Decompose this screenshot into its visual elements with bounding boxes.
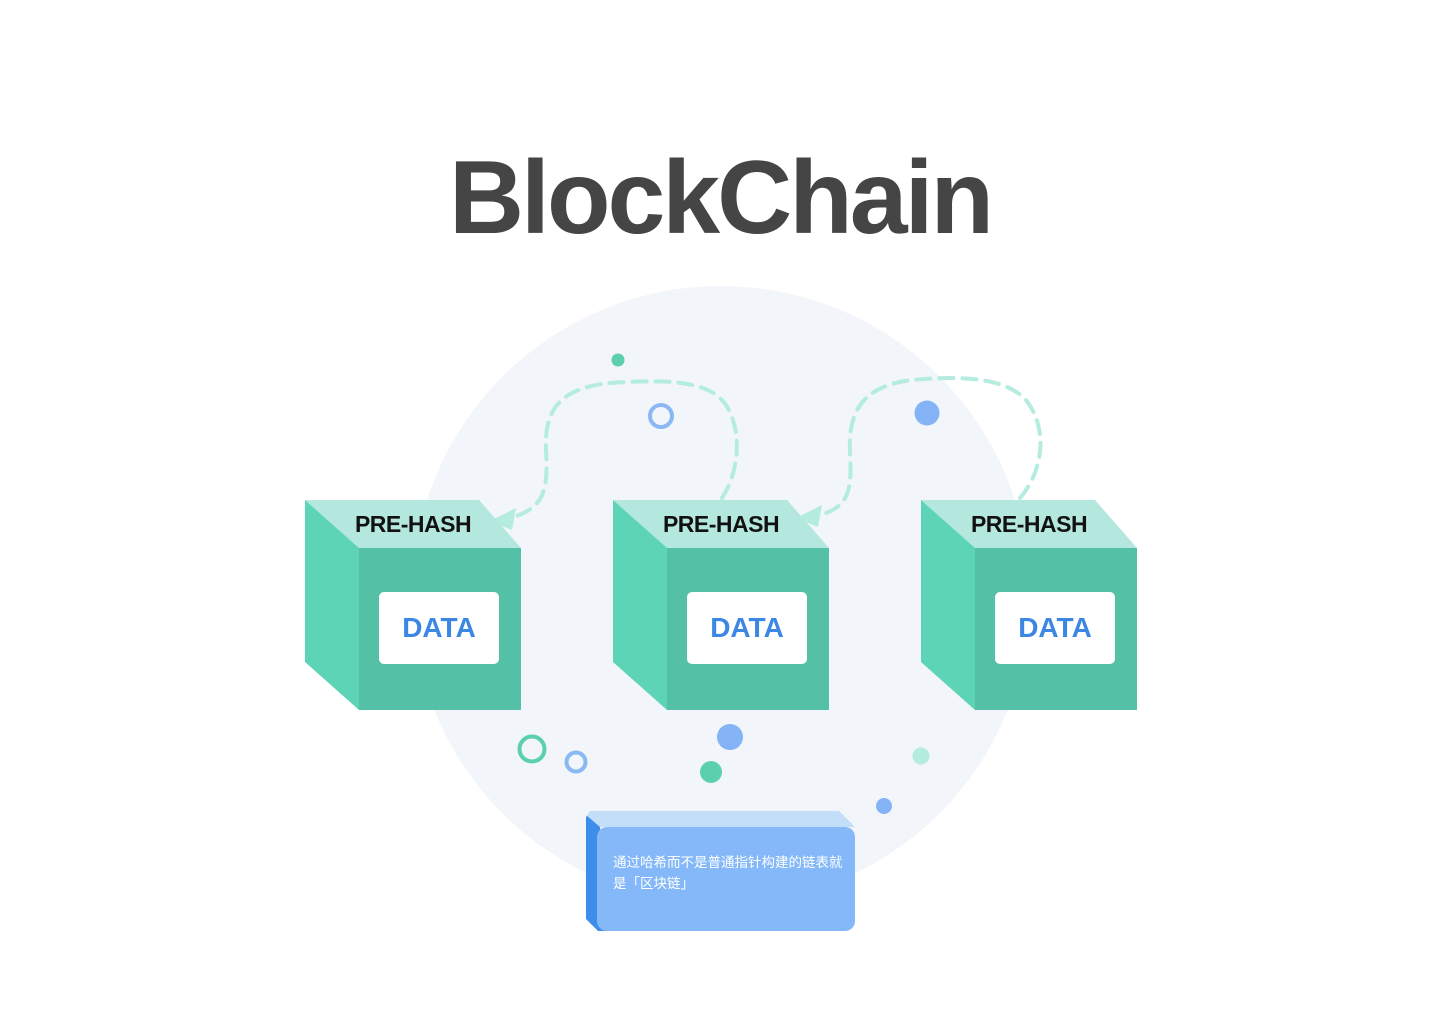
page-title: BlockChain bbox=[448, 140, 994, 256]
pre-hash-label: PRE-HASH bbox=[970, 511, 1088, 537]
data-label: DATA bbox=[995, 592, 1115, 664]
arrowhead-icon bbox=[796, 505, 822, 527]
note-card: 通过哈希而不是普通指针构建的链表就是「区块链」 bbox=[586, 811, 855, 931]
block-3: PRE-HASH DATA bbox=[921, 500, 1137, 710]
note-top-face bbox=[586, 811, 855, 827]
decor-dot-icon bbox=[717, 724, 743, 750]
decor-ring-icon bbox=[648, 403, 674, 429]
decor-dot-icon bbox=[611, 353, 625, 367]
block-1: PRE-HASH DATA bbox=[305, 500, 521, 710]
decor-dot-icon bbox=[912, 747, 930, 765]
hash-link-arrow-3-to-2 bbox=[814, 376, 1043, 518]
decor-ring-icon bbox=[564, 750, 588, 774]
arrowhead-icon bbox=[490, 508, 516, 530]
data-label: DATA bbox=[687, 592, 807, 664]
note-front-face: 通过哈希而不是普通指针构建的链表就是「区块链」 bbox=[597, 827, 855, 931]
block-2: PRE-HASH DATA bbox=[613, 500, 829, 710]
decor-dot-icon bbox=[914, 400, 940, 426]
hash-link-arrow-2-to-1 bbox=[508, 379, 739, 520]
data-label: DATA bbox=[379, 592, 499, 664]
decor-dot-icon bbox=[876, 798, 892, 814]
decor-dot-icon bbox=[700, 761, 722, 783]
decor-ring-icon bbox=[517, 734, 547, 764]
pre-hash-label: PRE-HASH bbox=[662, 511, 780, 537]
pre-hash-label: PRE-HASH bbox=[354, 511, 472, 537]
note-text: 通过哈希而不是普通指针构建的链表就是「区块链」 bbox=[613, 855, 843, 892]
